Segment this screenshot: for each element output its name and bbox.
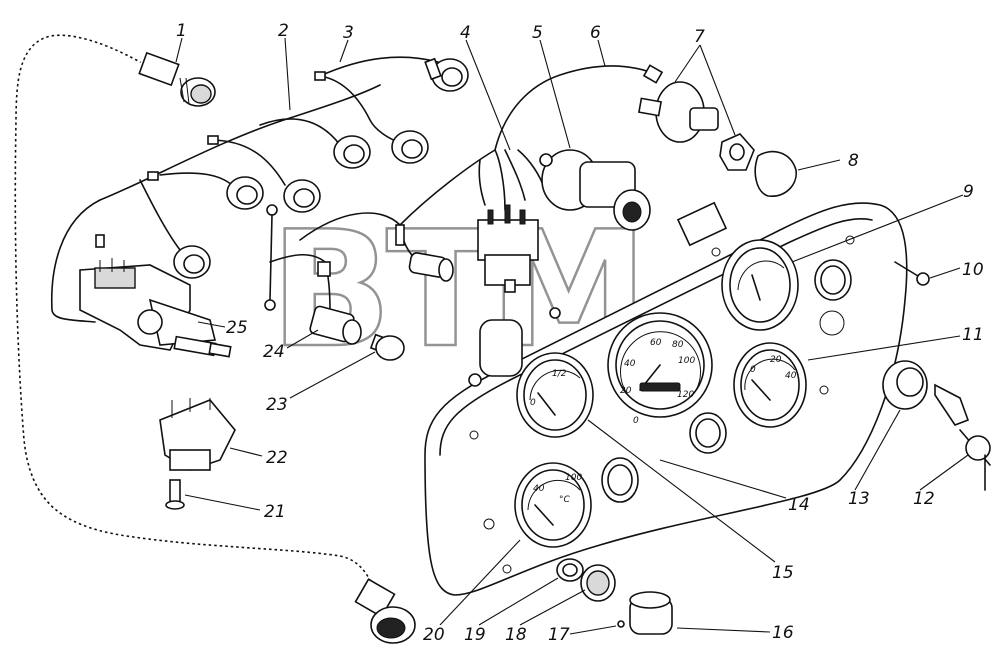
- speed-tick: 80: [672, 340, 684, 350]
- callout-12: 12: [913, 489, 935, 509]
- lamp-socket: [333, 135, 371, 169]
- indicator-lamp: [601, 457, 639, 503]
- lamp-socket: [391, 130, 429, 164]
- lamp-socket: [226, 176, 264, 210]
- callout-18: 18: [505, 625, 527, 645]
- fuel-tick: 1/2: [552, 369, 567, 379]
- callout-1: 1: [176, 21, 187, 41]
- toggle-switch: [638, 64, 719, 143]
- washer: [556, 558, 584, 582]
- ammeter-tick: 20: [770, 355, 782, 365]
- speed-tick: 120: [677, 390, 694, 400]
- main-wiring-harness: [12, 32, 416, 644]
- bulb-holder: [309, 305, 362, 345]
- callout-15: 15: [772, 563, 794, 583]
- callout-10: 10: [962, 260, 984, 280]
- callout-13: 13: [848, 489, 870, 509]
- lamp-socket: [424, 57, 469, 92]
- keys: [934, 383, 991, 491]
- indicator-lamp: [814, 259, 852, 301]
- callout-5: 5: [532, 23, 543, 43]
- callout-3: 3: [343, 23, 354, 43]
- callout-9: 9: [963, 182, 974, 202]
- indicator-lamp: [689, 412, 727, 454]
- callout-2: 2: [278, 21, 289, 41]
- callout-8: 8: [848, 151, 859, 171]
- callout-19: 19: [464, 625, 486, 645]
- leader-lines: [175, 37, 969, 635]
- temp-tick: 40: [533, 484, 545, 494]
- ground-cable: [264, 204, 278, 311]
- speed-tick: 100: [678, 356, 695, 366]
- ammeter-tick: 0: [750, 365, 756, 375]
- callout-14: 14: [788, 495, 810, 515]
- lamp-cap: [580, 564, 616, 602]
- callout-21: 21: [264, 502, 286, 522]
- ammeter: 0 20 40: [733, 342, 807, 428]
- center-wiring: [269, 65, 651, 311]
- ammeter-tick: 40: [785, 371, 797, 381]
- inline-connector: [408, 252, 454, 282]
- oil-pressure-gauge: [721, 239, 799, 331]
- temp-unit: °C: [559, 495, 571, 505]
- callout-7: 7: [694, 27, 705, 47]
- callout-17: 17: [548, 625, 570, 645]
- callout-labels: 1 2 3 4 5 6 7 8 9 10 11 12 13 14 15 16 1…: [176, 21, 984, 645]
- relay-block: [477, 204, 539, 293]
- speed-tick: 40: [624, 359, 636, 369]
- lamp-bulb: [369, 333, 405, 361]
- lamp-housing: [629, 591, 673, 635]
- ignition-switch: [539, 149, 651, 231]
- callout-4: 4: [460, 23, 471, 43]
- fuel-tick: 0: [530, 398, 536, 408]
- switch-knob: [754, 150, 797, 197]
- lock-cylinder: [882, 360, 928, 410]
- harness-connector-top: [138, 51, 216, 107]
- switch-nut: [719, 133, 755, 171]
- lamp-socket: [283, 179, 321, 213]
- lamp-socket: [173, 245, 211, 279]
- bolt: [165, 479, 185, 510]
- callout-6: 6: [590, 23, 601, 43]
- speedometer: 0 20 40 60 80 100 120: [607, 312, 713, 426]
- fuel-gauge: 0 1/2: [516, 352, 594, 438]
- small-screw: [617, 620, 625, 628]
- temperature-gauge: 40 100 °C: [514, 462, 592, 548]
- speed-tick: 0: [633, 416, 639, 426]
- speed-tick: 60: [650, 338, 662, 348]
- callout-20: 20: [423, 625, 445, 645]
- lamp-branch-harness: [50, 56, 469, 323]
- callout-24: 24: [263, 342, 285, 362]
- callout-11: 11: [962, 325, 984, 345]
- callout-25: 25: [226, 318, 248, 338]
- callout-16: 16: [772, 623, 794, 643]
- fuse-relay: [159, 398, 236, 471]
- callout-23: 23: [266, 395, 288, 415]
- screw: [894, 261, 930, 286]
- speed-tick: 20: [620, 386, 632, 396]
- callout-22: 22: [266, 448, 288, 468]
- harness-connector-bottom: [354, 578, 416, 644]
- light-switch-bracket: [79, 258, 232, 358]
- temp-tick: 100: [565, 473, 582, 483]
